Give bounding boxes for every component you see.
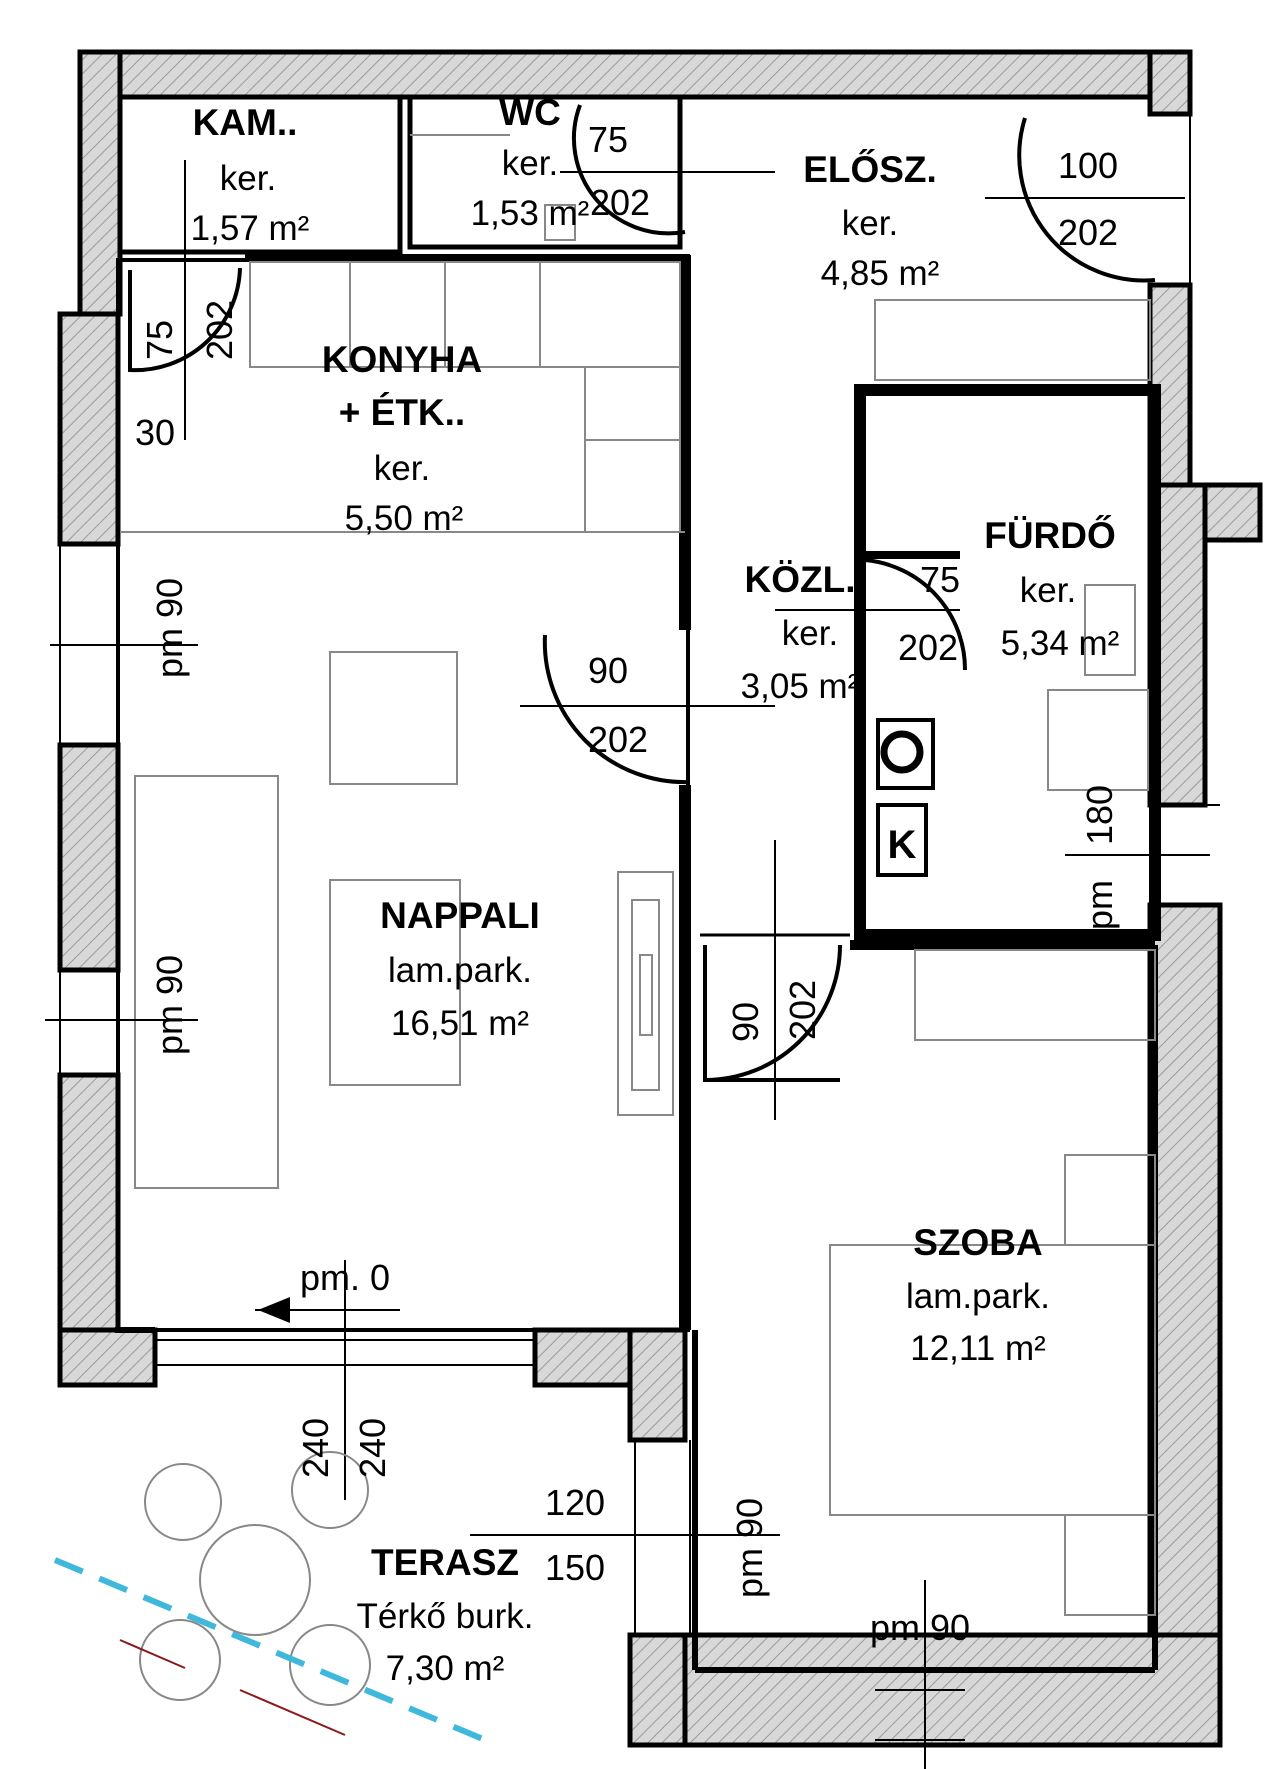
terrace-window-width: 120 — [545, 1482, 605, 1523]
nappali-name: NAPPALI — [380, 895, 540, 936]
living-door-height: 202 — [588, 719, 648, 760]
dimension-lines — [45, 160, 1210, 1769]
bath-door-height: 202 — [898, 627, 958, 668]
eloszoba-name: ELŐSZ. — [803, 148, 937, 190]
konyha-name-1: KONYHA — [322, 339, 482, 380]
west-window-bottom: pm 90 — [149, 955, 190, 1055]
konyha-area: 5,50 m² — [345, 499, 464, 538]
wc-finish: ker. — [502, 144, 558, 183]
room-window-east: pm 90 — [729, 1498, 770, 1598]
eloszoba-finish: ker. — [842, 204, 898, 243]
terasz-area: 7,30 m² — [386, 1649, 505, 1688]
wc-name: WC — [499, 92, 561, 133]
kozl-finish: ker. — [782, 614, 838, 653]
wc-area: 1,53 m² — [471, 194, 590, 233]
kam-door-height: 202 — [199, 300, 240, 360]
wc-door-height: 202 — [590, 182, 650, 223]
kamra-name: KAM.. — [193, 102, 298, 143]
szoba-name: SZOBA — [913, 1222, 1043, 1263]
bath-window-height: 180 — [1079, 785, 1120, 845]
kam-door-width: 75 — [139, 320, 180, 360]
terrace-window-height: 150 — [545, 1547, 605, 1588]
furdo-name: FÜRDŐ — [984, 514, 1116, 556]
kozl-name: KÖZL. — [745, 559, 856, 600]
boiler-label: K — [888, 823, 917, 867]
eloszoba-area: 4,85 m² — [821, 254, 940, 293]
entry-door-height: 202 — [1058, 212, 1118, 253]
room-labels: KAM.. ker. 1,57 m² WC ker. 1,53 m² ELŐSZ… — [191, 92, 1120, 1688]
terrace-door-width: 240 — [295, 1418, 336, 1478]
doors — [128, 104, 1156, 1083]
kozl-area: 3,05 m² — [741, 667, 860, 706]
terasz-finish: Térkő burk. — [357, 1597, 534, 1636]
konyha-finish: ker. — [374, 449, 430, 488]
dimension-labels: 75 202 100 202 75 202 30 pm 90 90 202 75… — [135, 119, 1120, 1648]
boiler-symbol: K — [876, 718, 935, 877]
kitchen-window-width: 30 — [135, 412, 175, 453]
terrace-door-height: 240 — [352, 1418, 393, 1478]
bath-window-pm: pm — [1079, 880, 1120, 930]
szoba-finish: lam.park. — [906, 1277, 1050, 1316]
kamra-finish: ker. — [220, 159, 276, 198]
bath-door-width: 75 — [920, 559, 960, 600]
konyha-name-2: + ÉTK.. — [339, 392, 465, 433]
szoba-area: 12,11 m² — [910, 1329, 1046, 1368]
living-door-width: 90 — [588, 650, 628, 691]
nappali-finish: lam.park. — [388, 951, 532, 990]
room-window-south: pm 90 — [870, 1607, 970, 1648]
terrace-door-pm: pm. 0 — [300, 1257, 390, 1298]
west-window-top: pm 90 — [149, 578, 190, 678]
room-door-height: 202 — [782, 980, 823, 1040]
nappali-area: 16,51 m² — [391, 1004, 529, 1043]
furniture — [59, 114, 1220, 1741]
entry-door-width: 100 — [1058, 145, 1118, 186]
kamra-area: 1,57 m² — [191, 209, 310, 248]
furdo-area: 5,34 m² — [1001, 624, 1120, 663]
room-door-width: 90 — [725, 1002, 766, 1042]
terasz-name: TERASZ — [371, 1542, 519, 1583]
wc-door-width: 75 — [588, 119, 628, 160]
furdo-finish: ker. — [1020, 571, 1076, 610]
terrace-decor — [53, 1451, 492, 1745]
